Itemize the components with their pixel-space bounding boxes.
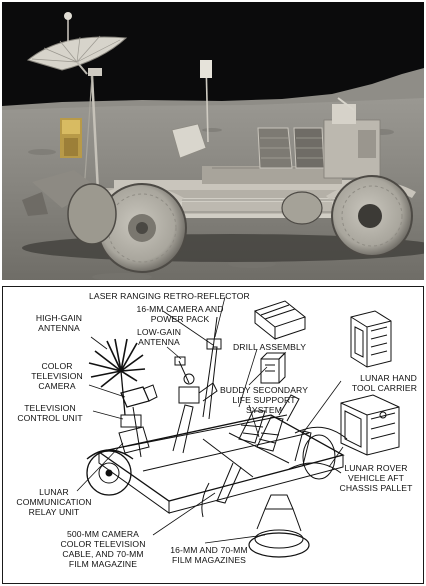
tv-camera: [171, 123, 207, 159]
label-500mm-camera-line4: FILM MAGAZINE: [68, 559, 138, 569]
label-buddy-slss-line1: BUDDY SECONDARY: [219, 385, 309, 395]
label-500mm-camera-line3: CABLE, AND 70-mm: [62, 549, 144, 559]
label-hand-tool-carrier-line1: LUNAR HAND: [360, 373, 417, 383]
label-film-magazines-line1: 16-mm AND 70-mm: [170, 545, 248, 555]
label-laser-ranging-retro-reflector: LASER RANGING RETRO-REFLECTOR: [89, 291, 250, 301]
label-hand-tool-carrier-line2: TOOL CARRIER: [351, 383, 417, 393]
far-wheel-front: [67, 183, 117, 245]
rover-seats: [257, 127, 325, 169]
leader-lines: [76, 296, 344, 544]
label-lcru-line3: RELAY UNIT: [28, 507, 80, 517]
film-magazine-base: [248, 532, 310, 558]
rover-labeled-diagram: LASER RANGING RETRO-REFLECTOR 16-mm CAME…: [2, 286, 424, 584]
lunar-rover-photo: [2, 2, 424, 280]
label-500mm-camera-line1: 500-mm CAMERA: [67, 529, 139, 539]
high-gain-antenna-dish: [26, 12, 128, 76]
label-16mm-camera-line2: POWER PACK: [150, 314, 210, 324]
far-wheel-rear: [281, 191, 323, 225]
buddy-slss-sketch: [260, 351, 287, 384]
label-500mm-camera-line2: COLOR TELEVISION: [60, 539, 146, 549]
label-aft-pallet-line2: VEHICLE AFT: [347, 473, 405, 483]
rear-pallet: [323, 97, 381, 179]
label-lcru-line1: LUNAR: [39, 487, 69, 497]
label-lcru-line2: COMMUNICATION: [16, 497, 92, 507]
label-color-tv-line1: COLOR: [41, 361, 73, 371]
label-low-gain-line1: LOW-GAIN: [136, 327, 182, 337]
rear-wheel: [331, 175, 413, 257]
label-tv-control-line2: CONTROL UNIT: [17, 413, 83, 423]
label-color-tv-line2: TELEVISION: [31, 371, 83, 381]
high-gain-antenna-drawing: [88, 338, 146, 388]
label-drill-assembly: DRILL ASSEMBLY: [233, 342, 307, 352]
label-buddy-slss-line2: LIFE SUPPORT: [232, 395, 296, 405]
label-16mm-camera-line1: 16-mm CAMERA AND: [136, 304, 224, 314]
drill-assembly-sketch: [253, 300, 307, 341]
label-aft-pallet-line3: CHASSIS PALLET: [339, 483, 413, 493]
label-high-gain-line1: HIGH-GAIN: [35, 313, 83, 323]
label-film-magazines-line2: FILM MAGAZINES: [172, 555, 246, 565]
label-aft-pallet-line1: LUNAR ROVER: [344, 463, 408, 473]
label-color-tv-line3: CAMERA: [38, 381, 76, 391]
aft-chassis-pallet-sketch: [340, 394, 400, 456]
label-buddy-slss-line3: SYSTEM: [246, 405, 282, 415]
label-high-gain-line2: ANTENNA: [38, 323, 80, 333]
front-wheel: [97, 183, 187, 273]
label-tv-control-line1: TELEVISION: [24, 403, 76, 413]
rover-line-drawing: [86, 316, 348, 558]
hand-tool-carrier-sketch: [350, 310, 392, 368]
lcru-unit: [60, 118, 82, 158]
front-wheel-drawing: [86, 450, 132, 496]
label-low-gain-line2: ANTENNA: [138, 337, 180, 347]
